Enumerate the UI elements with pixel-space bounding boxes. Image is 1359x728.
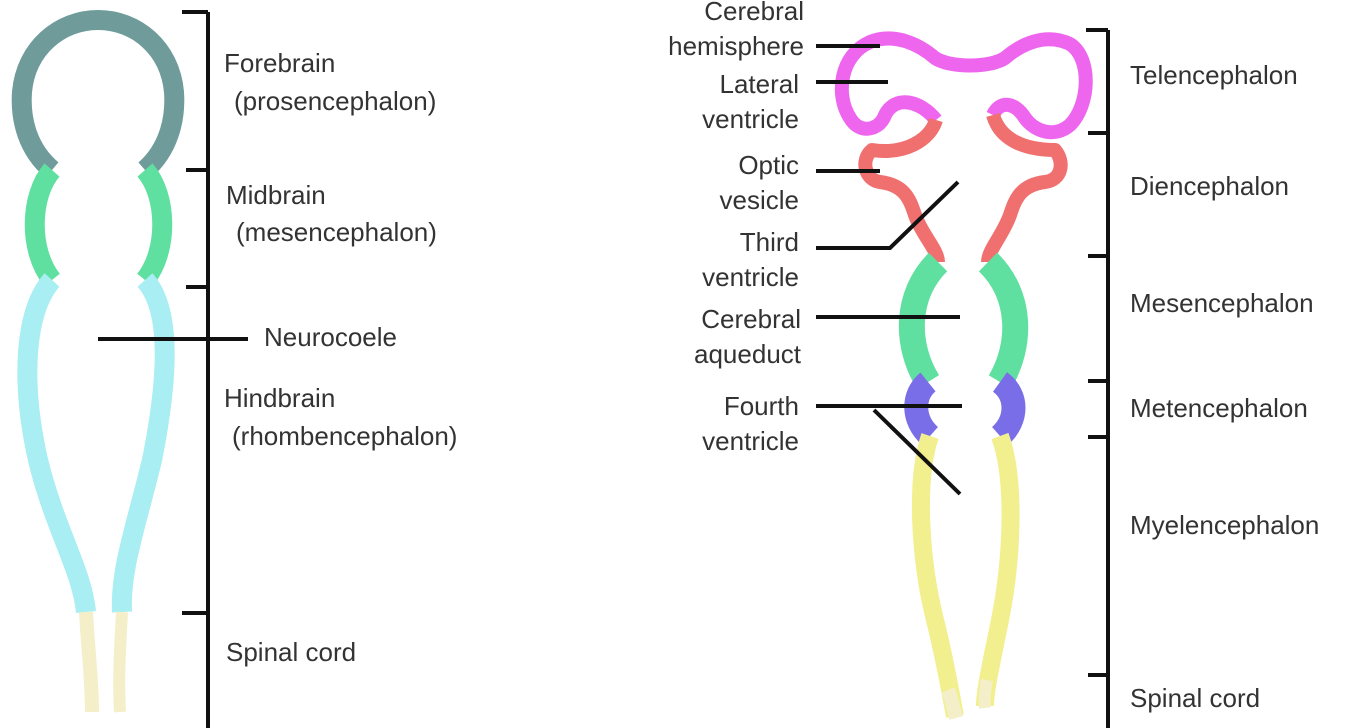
metencephalon-wall-l xyxy=(916,382,930,436)
third-ventricle-label-1: Third xyxy=(740,225,799,259)
metencephalon-label: Metencephalon xyxy=(1130,391,1308,425)
lateral-ventricle-label-1: Lateral xyxy=(720,67,800,101)
midbrain-sublabel: (mesencephalon) xyxy=(236,215,437,249)
cerebral-aqueduct-label-1: Cerebral xyxy=(701,302,801,336)
diencephalon-wall-l xyxy=(865,120,938,262)
midbrain-label: Midbrain xyxy=(226,178,326,212)
cerebral-hemisphere-label-2: hemisphere xyxy=(668,29,804,63)
diencephalon-label: Diencephalon xyxy=(1130,169,1289,203)
right-region-bracket xyxy=(1086,30,1108,728)
left-spinal-cord-label: Spinal cord xyxy=(226,635,356,669)
mesencephalon-label: Mesencephalon xyxy=(1130,286,1314,320)
cerebral-hemisphere-label-1: Cerebral xyxy=(704,0,804,28)
left-hindbrain-wall-l xyxy=(27,280,86,612)
forebrain-sublabel: (prosencephalon) xyxy=(234,84,436,118)
telencephalon-label: Telencephalon xyxy=(1130,58,1298,92)
right-neural-tube xyxy=(842,38,1086,718)
myelencephalon-wall-r xyxy=(985,436,1011,706)
hindbrain-sublabel: (rhombencephalon) xyxy=(232,419,457,453)
pointer-third-ventricle xyxy=(816,182,958,248)
cerebral-aqueduct-label-2: aqueduct xyxy=(694,337,801,371)
right-spinal-tip-r xyxy=(985,680,987,708)
left-midbrain-wall-l xyxy=(35,170,52,280)
fourth-ventricle-label-2: ventricle xyxy=(702,424,799,458)
left-region-bracket xyxy=(182,12,208,728)
third-ventricle-label-2: ventricle xyxy=(702,260,799,294)
mesencephalon-wall-r xyxy=(988,262,1015,382)
neurocoele-label: Neurocoele xyxy=(264,320,397,354)
telencephalon-wall xyxy=(842,38,1086,132)
left-spinal-wall-r xyxy=(119,612,122,712)
left-hindbrain-wall-r xyxy=(122,280,165,612)
myelencephalon-wall-l xyxy=(921,436,955,716)
metencephalon-wall-r xyxy=(1000,382,1014,436)
myelencephalon-label: Myelencephalon xyxy=(1130,508,1319,542)
mesencephalon-wall-l xyxy=(912,262,938,382)
left-midbrain-wall-r xyxy=(145,170,162,280)
optic-vesicle-label-2: vesicle xyxy=(720,183,799,217)
hindbrain-label: Hindbrain xyxy=(224,381,335,415)
left-spinal-wall-l xyxy=(86,612,92,712)
optic-vesicle-label-1: Optic xyxy=(738,148,799,182)
left-forebrain-wall xyxy=(22,20,175,170)
forebrain-label: Forebrain xyxy=(224,46,335,80)
left-neural-tube xyxy=(22,20,175,712)
lateral-ventricle-label-2: ventricle xyxy=(702,102,799,136)
fourth-ventricle-label-1: Fourth xyxy=(724,389,799,423)
right-spinal-tip-l xyxy=(948,690,956,718)
right-spinal-cord-label: Spinal cord xyxy=(1130,681,1260,715)
